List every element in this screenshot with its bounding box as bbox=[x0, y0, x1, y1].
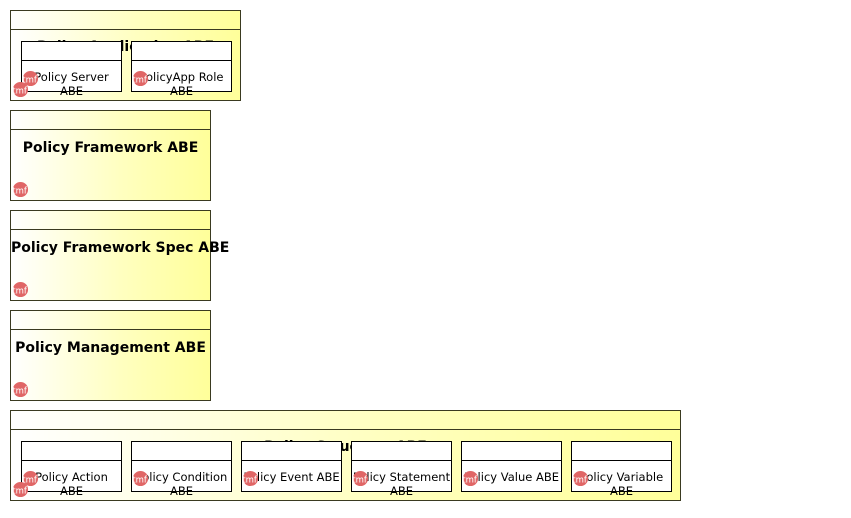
tmf-icon: tmf bbox=[22, 470, 39, 487]
tmf-icon: tmf bbox=[572, 470, 589, 487]
svg-text:tmf: tmf bbox=[352, 475, 368, 485]
svg-text:tmf: tmf bbox=[242, 475, 258, 485]
package-title: Policy Framework Spec ABE bbox=[11, 240, 230, 256]
svg-text:tmf: tmf bbox=[132, 75, 148, 85]
tmf-icon: tmf bbox=[12, 481, 29, 498]
package-tab bbox=[11, 11, 240, 30]
class-header bbox=[462, 442, 561, 461]
class-label: Policy Value ABE bbox=[464, 470, 559, 484]
class-label: Policy Variable ABE bbox=[579, 470, 664, 498]
class-policy-statement[interactable]: Policy Statement ABE bbox=[351, 441, 452, 498]
class-label: Policy Server ABE bbox=[34, 70, 109, 98]
package-policy-framework[interactable]: Policy Framework ABE bbox=[10, 110, 211, 201]
class-label: PolicyApp Role ABE bbox=[139, 70, 224, 98]
package-tab bbox=[11, 211, 210, 230]
package-policy-application[interactable]: Policy Application ABE Policy Server ABE… bbox=[10, 10, 241, 101]
class-header bbox=[22, 42, 121, 61]
package-tab bbox=[11, 311, 210, 330]
class-label: Policy Statement ABE bbox=[352, 470, 451, 498]
class-policy-server[interactable]: Policy Server ABE bbox=[21, 41, 122, 98]
package-policy-framework-spec[interactable]: Policy Framework Spec ABE bbox=[10, 210, 230, 301]
class-header bbox=[22, 442, 121, 461]
package-policy-structure[interactable]: Policy Structure ABE Policy Action ABE P… bbox=[10, 410, 681, 501]
svg-text:tmf: tmf bbox=[22, 475, 38, 485]
class-label: Policy Event ABE bbox=[243, 470, 340, 484]
tmf-icon: tmf bbox=[12, 381, 29, 398]
tmf-icon: tmf bbox=[462, 470, 479, 487]
tmf-icon: tmf bbox=[12, 281, 29, 298]
class-header bbox=[242, 442, 341, 461]
class-policy-event[interactable]: Policy Event ABE bbox=[241, 441, 342, 492]
tmf-icon: tmf bbox=[132, 70, 149, 87]
class-policy-variable[interactable]: Policy Variable ABE bbox=[571, 441, 672, 498]
svg-text:tmf: tmf bbox=[12, 86, 28, 96]
tmf-icon: tmf bbox=[352, 470, 369, 487]
svg-text:tmf: tmf bbox=[12, 286, 28, 296]
class-header bbox=[572, 442, 671, 461]
svg-text:tmf: tmf bbox=[132, 475, 148, 485]
package-tab bbox=[11, 411, 680, 430]
svg-text:tmf: tmf bbox=[12, 486, 28, 496]
svg-text:tmf: tmf bbox=[12, 186, 28, 196]
class-policy-value[interactable]: Policy Value ABE bbox=[461, 441, 562, 492]
class-label: Policy Action ABE bbox=[35, 470, 108, 498]
svg-text:tmf: tmf bbox=[12, 386, 28, 396]
class-policy-condition[interactable]: Policy Condition ABE bbox=[131, 441, 232, 498]
tmf-icon: tmf bbox=[242, 470, 259, 487]
class-header bbox=[132, 42, 231, 61]
tmf-icon: tmf bbox=[22, 70, 39, 87]
class-policy-action[interactable]: Policy Action ABE bbox=[21, 441, 122, 498]
class-policyapp-role[interactable]: PolicyApp Role ABE bbox=[131, 41, 232, 98]
class-label: Policy Condition ABE bbox=[135, 470, 228, 498]
package-tab bbox=[11, 111, 210, 130]
package-title: Policy Framework ABE bbox=[22, 140, 199, 156]
package-policy-management[interactable]: Policy Management ABE bbox=[10, 310, 211, 401]
class-header bbox=[132, 442, 231, 461]
svg-text:tmf: tmf bbox=[22, 75, 38, 85]
tmf-icon: tmf bbox=[12, 181, 29, 198]
tmf-icon: tmf bbox=[12, 81, 29, 98]
package-title: Policy Management ABE bbox=[15, 340, 206, 356]
tmf-icon: tmf bbox=[132, 470, 149, 487]
svg-text:tmf: tmf bbox=[462, 475, 478, 485]
class-header bbox=[352, 442, 451, 461]
svg-text:tmf: tmf bbox=[572, 475, 588, 485]
